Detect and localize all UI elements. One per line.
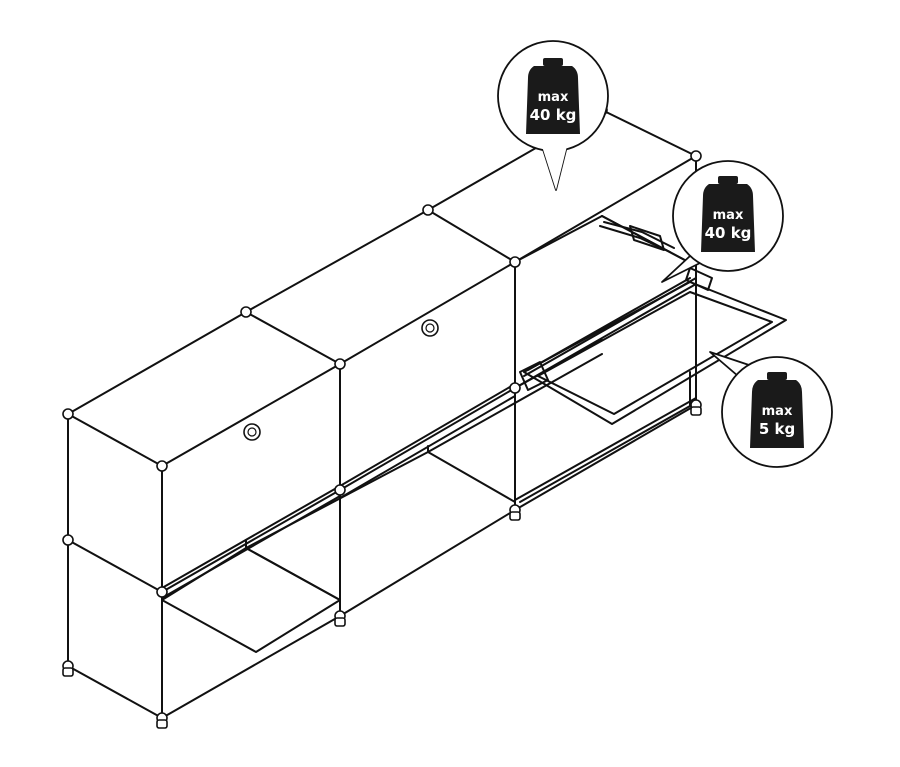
- load-bubble-top: max 40 kg: [497, 40, 609, 191]
- load-bubble-shelf: max 40 kg: [661, 160, 784, 283]
- sideboard-frame: [67, 109, 787, 719]
- load-label: max: [762, 404, 793, 419]
- weight-icon: [750, 372, 804, 448]
- frame-connectors: [62, 104, 702, 724]
- load-value: 40 kg: [530, 106, 577, 124]
- load-value: 5 kg: [759, 420, 795, 438]
- weight-icon: [701, 176, 755, 252]
- drawer-knob: [421, 319, 439, 337]
- drawer-knob: [243, 423, 261, 441]
- feet: [62, 406, 702, 729]
- load-label: max: [538, 90, 569, 105]
- load-value: 40 kg: [705, 224, 752, 242]
- weight-icon: [526, 58, 580, 134]
- load-bubble-flap: max 5 kg: [709, 351, 833, 468]
- load-label: max: [713, 208, 744, 223]
